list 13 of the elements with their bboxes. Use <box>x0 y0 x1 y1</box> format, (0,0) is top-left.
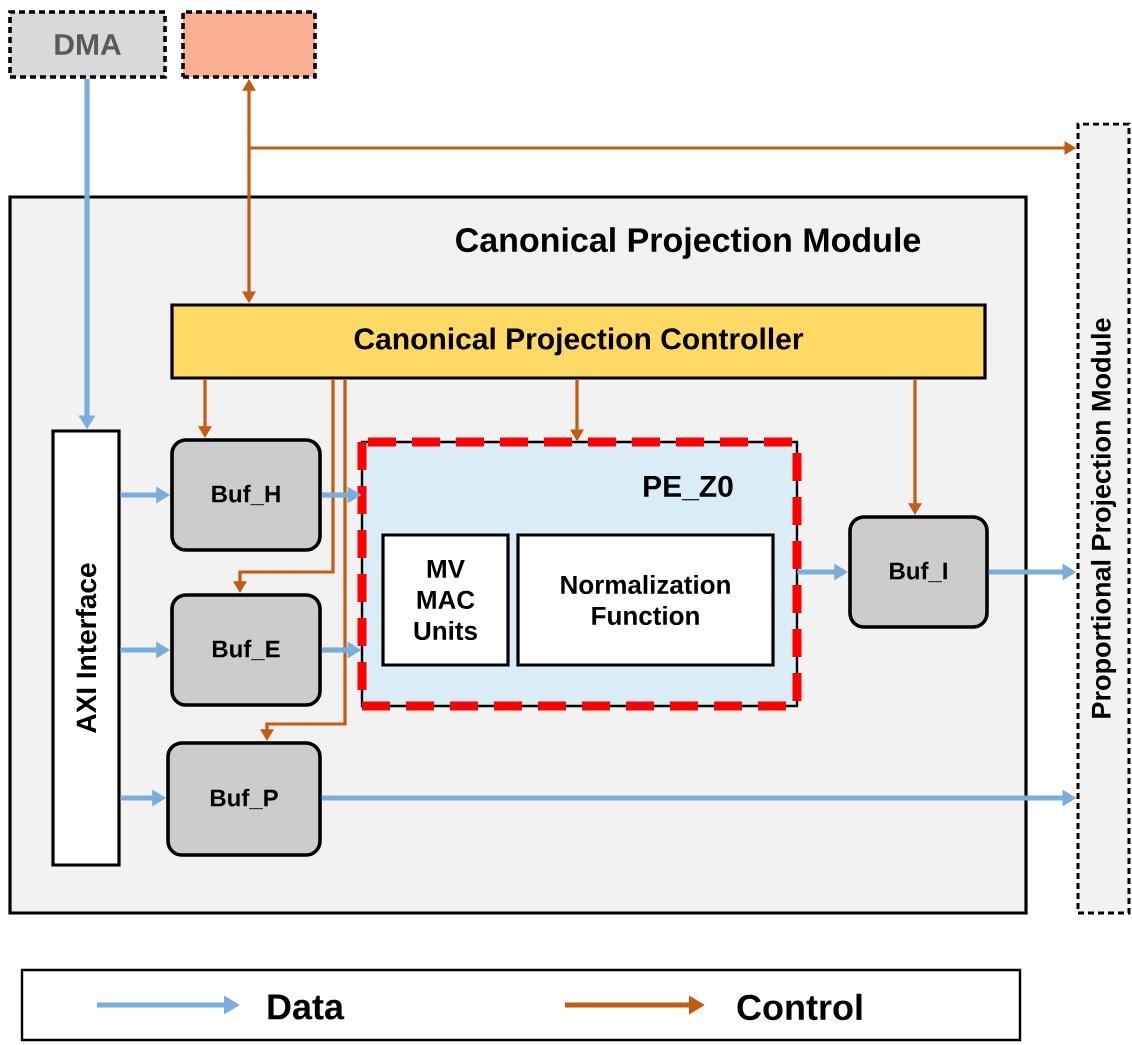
buffer-box: Buf_P <box>166 741 322 857</box>
unit-box: MV MAC Units <box>381 533 510 667</box>
unit-box: Normalization Function <box>516 533 775 667</box>
module-box: DMA <box>8 10 167 79</box>
module-box: Proportional Projection Module <box>1076 122 1131 915</box>
buffer-box: Buf_I <box>848 515 989 629</box>
legend-text: Data <box>268 994 345 1020</box>
module-box <box>181 10 317 79</box>
legend-text: Control <box>737 993 862 1021</box>
controller-box: Canonical Projection Controller <box>170 303 987 380</box>
interface-box: AXI Interface <box>51 429 121 867</box>
buffer-box: Buf_E <box>170 593 322 707</box>
buffer-box: Buf_H <box>170 438 322 552</box>
